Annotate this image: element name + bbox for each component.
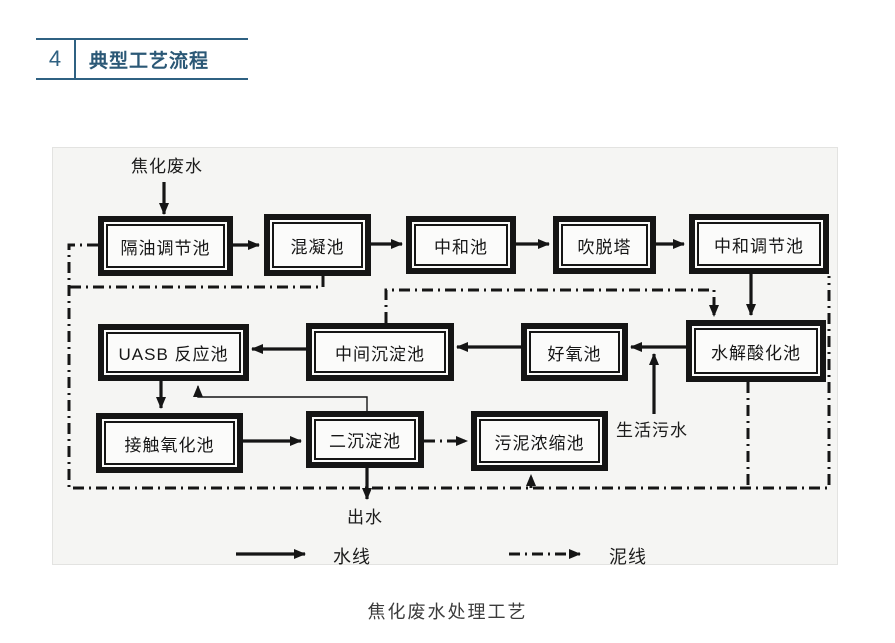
node-neutralization-regulating-tank: 中和调节池 — [689, 214, 829, 274]
section-header: 4 典型工艺流程 — [36, 38, 248, 80]
node-intermediate-sedimentation-tank: 中间沉淀池 — [306, 323, 454, 381]
node-oil-separation-regulating-tank: 隔油调节池 — [98, 216, 233, 276]
legend-sludge-label: 泥线 — [609, 547, 647, 567]
sludge-return-to-hydrolysis-line — [384, 288, 719, 323]
legend-water-label: 水线 — [333, 547, 371, 567]
section-title: 典型工艺流程 — [89, 50, 210, 72]
node-coagulation-tank: 混凝池 — [264, 214, 371, 276]
sludge-coagulation-line — [70, 276, 325, 289]
node-neutralization-tank: 中和池 — [406, 216, 516, 274]
effluent-label: 出水 — [347, 508, 383, 527]
node-sludge-thickening-tank: 污泥浓缩池 — [471, 411, 608, 471]
node-hydrolysis-acidification-tank: 水解酸化池 — [686, 320, 826, 382]
flow-connectors — [67, 182, 831, 559]
node-stripping-tower: 吹脱塔 — [553, 216, 656, 274]
process-flow-diagram: 隔油调节池 混凝池 中和池 吹脱塔 中和调节池 UASB 反应池 中间沉淀池 好… — [52, 147, 838, 567]
node-secondary-sedimentation-tank: 二沉淀池 — [306, 411, 424, 468]
figure-caption: 焦化废水处理工艺 — [367, 602, 528, 622]
node-aerobic-tank: 好氧池 — [521, 323, 628, 381]
domestic-sewage-label: 生活污水 — [616, 421, 688, 440]
influent-label: 焦化废水 — [131, 157, 203, 176]
node-contact-oxidation-tank: 接触氧化池 — [96, 413, 243, 473]
recycle-secondary-to-uasb-line — [193, 385, 368, 411]
section-number: 4 — [36, 40, 76, 78]
node-uasb-reactor: UASB 反应池 — [98, 324, 249, 381]
